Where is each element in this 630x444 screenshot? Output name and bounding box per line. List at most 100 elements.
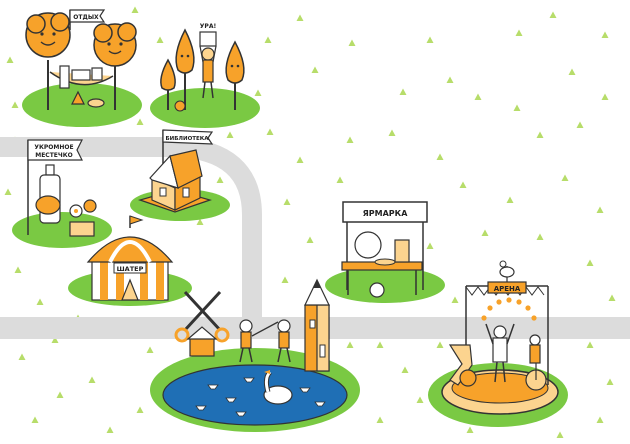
location-otdykh[interactable]: ОТДЫХ <box>22 9 142 127</box>
triangle-decoration <box>474 93 482 100</box>
triangle-decoration <box>156 36 164 43</box>
triangle-decoration <box>281 276 289 283</box>
pond-water <box>162 364 348 426</box>
triangle-decoration <box>376 416 384 423</box>
triangle-decoration <box>561 174 569 181</box>
juggler-icon <box>485 323 515 383</box>
vendor-icon <box>354 231 382 259</box>
library-flag <box>162 129 214 145</box>
triangle-decoration <box>346 136 354 143</box>
location-cozy[interactable]: УКРОМНОЕ МЕСТЕЧКО <box>12 139 112 248</box>
location-ura[interactable]: УРА! <box>150 23 260 128</box>
otdykh-label: ОТДЫХ <box>73 14 99 21</box>
triangle-decoration <box>346 341 354 348</box>
cat-icon <box>369 282 385 298</box>
triangle-decoration <box>446 76 454 83</box>
campfire-icon <box>71 90 85 105</box>
triangle-decoration <box>426 36 434 43</box>
triangle-decoration <box>266 128 274 135</box>
triangle-decoration <box>11 101 19 108</box>
decorative-triangles <box>4 6 616 438</box>
triangle-decoration <box>596 206 604 213</box>
triangle-decoration <box>14 266 22 273</box>
bird-icon <box>35 195 61 215</box>
triangle-decoration <box>556 431 564 438</box>
house-icon <box>137 149 213 213</box>
triangle-decoration <box>451 296 459 303</box>
triangle-decoration <box>306 236 314 243</box>
triangle-decoration <box>515 29 523 36</box>
hedgehog-icon <box>174 100 186 112</box>
triangle-decoration <box>399 88 407 95</box>
triangle-decoration <box>283 198 291 205</box>
triangle-decoration <box>106 426 114 433</box>
triangle-decoration <box>459 181 467 188</box>
triangle-decoration <box>131 6 139 13</box>
triangle-decoration <box>56 391 64 398</box>
triangle-decoration <box>481 229 489 236</box>
triangle-decoration <box>568 68 576 75</box>
cozy-label-line1: УКРОМНОЕ <box>34 144 73 151</box>
arena-label: АРЕНА <box>494 285 521 293</box>
triangle-decoration <box>608 294 616 301</box>
cozy-flag <box>27 139 83 161</box>
triangle-decoration <box>596 416 604 423</box>
location-library[interactable]: БИБЛИОТЕКА <box>130 129 230 221</box>
duck-icon <box>499 260 515 282</box>
triangle-decoration <box>466 426 474 433</box>
road-top <box>0 137 262 330</box>
location-arena[interactable]: АРЕНА <box>428 260 568 427</box>
triangle-decoration <box>18 353 26 360</box>
triangle-decoration <box>264 36 272 43</box>
pencil-tower-icon <box>304 278 330 372</box>
ura-label: УРА! <box>200 23 216 30</box>
triangle-decoration <box>216 176 224 183</box>
triangle-decoration <box>549 11 557 18</box>
triangle-decoration <box>513 104 521 111</box>
triangle-decoration <box>436 341 444 348</box>
triangle-decoration <box>36 298 44 305</box>
triangle-decoration <box>296 14 304 21</box>
triangle-decoration <box>401 366 409 373</box>
tree-icon <box>25 12 71 110</box>
location-tent[interactable]: ШАТЕР <box>68 215 192 306</box>
cannon-icon <box>448 344 477 387</box>
otdykh-flag <box>69 9 106 23</box>
library-label: БИБЛИОТЕКА <box>165 136 209 142</box>
triangle-decoration <box>576 121 584 128</box>
triangle-decoration <box>416 396 424 403</box>
triangle-decoration <box>506 196 514 203</box>
triangle-decoration <box>586 259 594 266</box>
tree-icon <box>175 28 195 110</box>
triangle-decoration <box>601 31 609 38</box>
triangle-decoration <box>536 233 544 240</box>
triangle-decoration <box>146 346 154 353</box>
triangle-decoration <box>136 118 144 125</box>
triangle-decoration <box>436 153 444 160</box>
triangle-decoration <box>311 66 319 73</box>
cozy-label-line2: МЕСТЕЧКО <box>35 152 73 159</box>
triangle-decoration <box>601 93 609 100</box>
triangle-decoration <box>196 218 204 225</box>
triangle-decoration <box>426 242 434 249</box>
triangle-decoration <box>536 131 544 138</box>
fair-label: ЯРМАРКА <box>363 209 409 218</box>
triangle-decoration <box>376 341 384 348</box>
tree-icon <box>160 58 176 110</box>
triangle-decoration <box>226 131 234 138</box>
triangle-decoration <box>88 376 96 383</box>
location-fair[interactable]: ЯРМАРКА <box>325 201 445 303</box>
triangle-decoration <box>31 416 39 423</box>
tent-label: ШАТЕР <box>117 265 144 273</box>
location-pond[interactable] <box>150 278 360 432</box>
triangle-decoration <box>136 406 144 413</box>
knight-icon <box>239 319 291 363</box>
tree-icon <box>225 40 245 110</box>
scissors-icon <box>174 290 230 357</box>
flower-icon <box>69 199 97 237</box>
triangle-decoration <box>51 336 59 343</box>
triangle-decoration <box>6 56 14 63</box>
triangle-decoration <box>296 156 304 163</box>
triangle-decoration <box>4 188 12 195</box>
goose-icon <box>263 370 293 405</box>
